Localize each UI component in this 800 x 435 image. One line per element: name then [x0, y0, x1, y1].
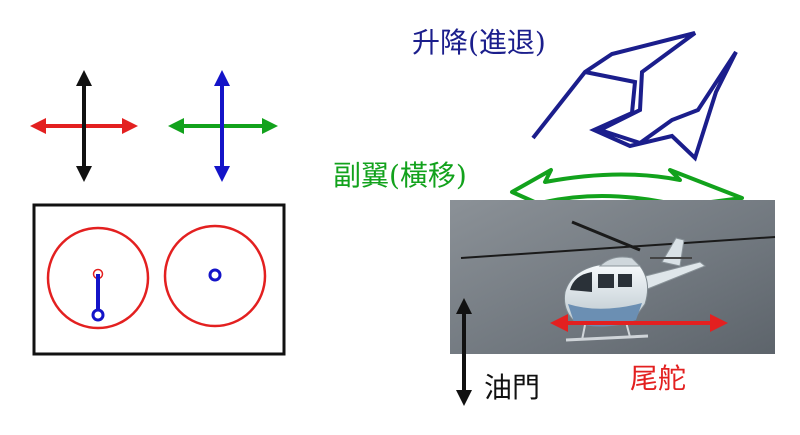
- left-joystick-gimbal-icon: [46, 226, 150, 330]
- rudder-yaw-arrow-icon: [550, 314, 728, 332]
- right-cross-arrows-icon: [168, 70, 278, 182]
- elevator-label: 升降(進退): [412, 26, 546, 59]
- aileron-label: 副翼(橫移): [333, 159, 467, 192]
- left-cross-arrows-icon: [30, 70, 138, 182]
- aileron-roll-arrow-icon: [510, 168, 744, 214]
- transmitter-box: [32, 203, 286, 356]
- black-vertical-arrow: [76, 70, 92, 182]
- throttle-label: 油門: [484, 371, 540, 404]
- right-joystick-gimbal-icon: [163, 224, 267, 328]
- blue-vertical-arrow: [214, 70, 230, 182]
- rudder-label: 尾舵: [630, 362, 686, 395]
- elevator-pitch-arrow-icon: [531, 31, 738, 162]
- throttle-arrow-icon: [456, 298, 472, 406]
- helicopter-photo: [450, 200, 776, 354]
